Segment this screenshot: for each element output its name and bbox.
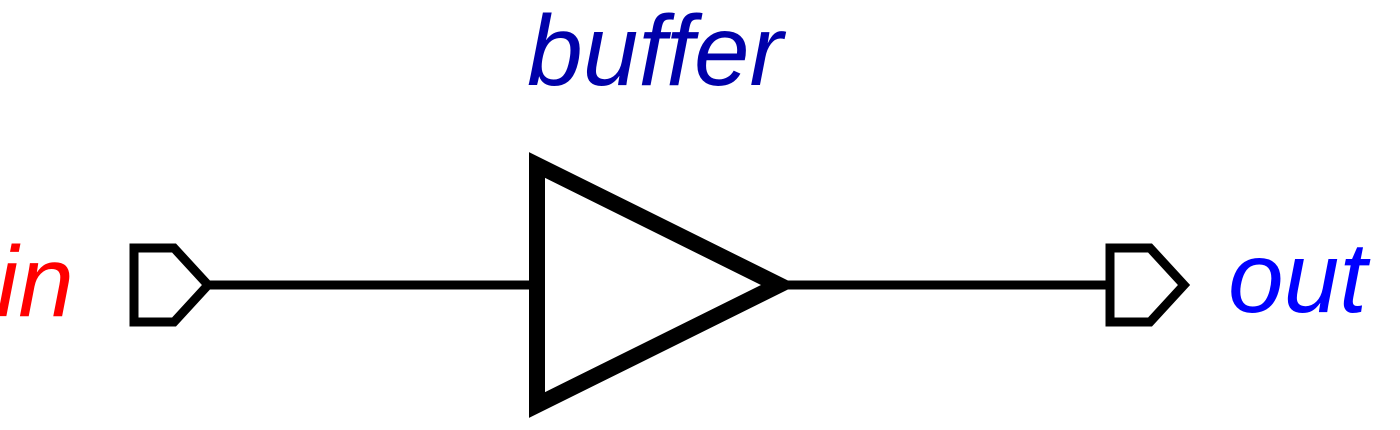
- buffer-triangle-icon: [529, 152, 798, 418]
- output-port-icon: [1105, 243, 1191, 327]
- gate-title: buffer: [527, 0, 786, 107]
- input-port-icon: [129, 243, 215, 327]
- output-label: out: [1228, 222, 1371, 334]
- input-label: in: [0, 226, 74, 338]
